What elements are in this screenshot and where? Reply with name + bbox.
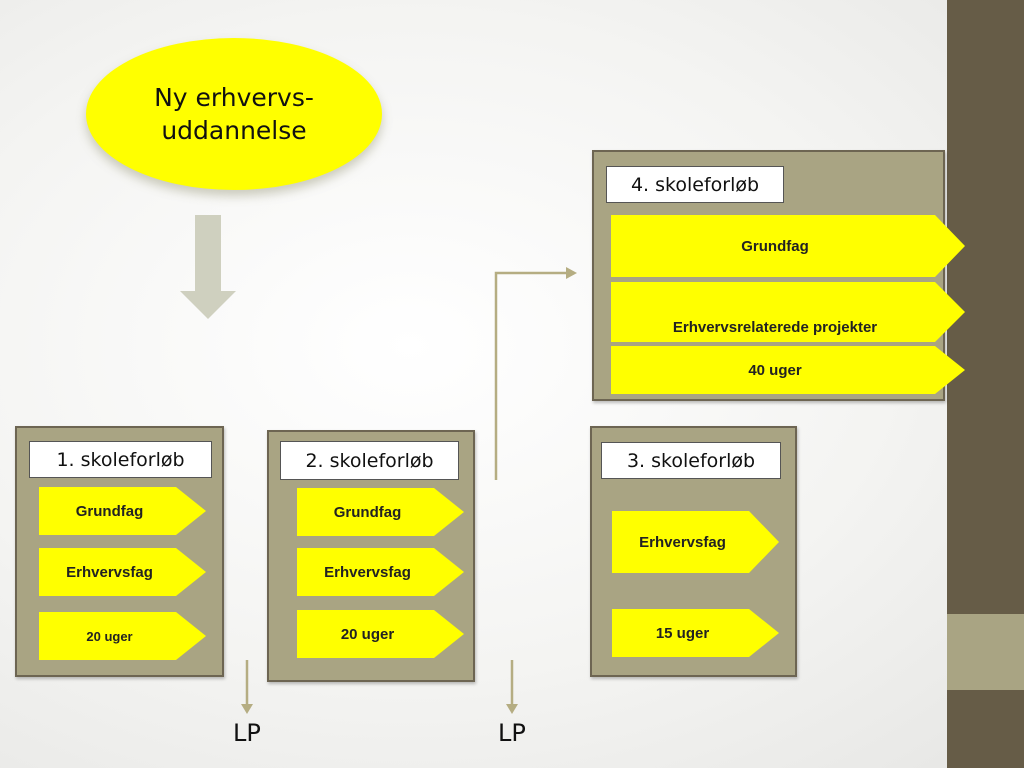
side-decoration-strip bbox=[947, 0, 1024, 768]
side-decoration-block bbox=[947, 614, 1024, 690]
panel-3-title: 3. skoleforløb bbox=[601, 442, 781, 479]
start-node: Ny erhvervs- uddannelse bbox=[86, 38, 382, 190]
arrowhead-lp-1 bbox=[241, 704, 253, 714]
panel-3-item-duration: 15 uger bbox=[612, 609, 779, 657]
panel-4-title: 4. skoleforløb bbox=[606, 166, 784, 203]
panel-1-item-grundfag: Grundfag bbox=[39, 487, 206, 535]
outcome-lp-1: LP bbox=[233, 719, 261, 747]
panel-2-item-erhvervsfag: Erhvervsfag bbox=[297, 548, 464, 596]
panel-skoleforloeb-2: 2. skoleforløb Grundfag Erhvervsfag 20 u… bbox=[267, 430, 475, 682]
panel-skoleforloeb-3: 3. skoleforløb Erhvervsfag 15 uger bbox=[590, 426, 797, 677]
arrowhead-panel-4 bbox=[566, 267, 577, 279]
panel-1-title: 1. skoleforløb bbox=[29, 441, 212, 478]
down-arrow-icon bbox=[180, 215, 236, 319]
outcome-lp-2: LP bbox=[498, 719, 526, 747]
panel-2-item-duration: 20 uger bbox=[297, 610, 464, 658]
panel-3-item-erhvervsfag: Erhvervsfag bbox=[612, 511, 779, 573]
panel-4-item-grundfag: Grundfag bbox=[611, 215, 965, 277]
panel-1-item-erhvervsfag: Erhvervsfag bbox=[39, 548, 206, 596]
panel-1-item-duration: 20 uger bbox=[39, 612, 206, 660]
panel-4-item-projekter: Erhvervsrelaterede projekter bbox=[611, 282, 965, 342]
arrowhead-lp-2 bbox=[506, 704, 518, 714]
panel-skoleforloeb-1: 1. skoleforløb Grundfag Erhvervsfag 20 u… bbox=[15, 426, 224, 677]
start-node-line2: uddannelse bbox=[161, 116, 307, 145]
panel-skoleforloeb-4: 4. skoleforløb Grundfag Erhvervsrelatere… bbox=[592, 150, 945, 401]
panel-2-title: 2. skoleforløb bbox=[280, 441, 459, 480]
connector-to-panel-4 bbox=[494, 271, 566, 480]
panel-4-item-duration: 40 uger bbox=[611, 346, 965, 394]
panel-2-item-grundfag: Grundfag bbox=[297, 488, 464, 536]
start-node-line1: Ny erhvervs- bbox=[154, 83, 314, 112]
